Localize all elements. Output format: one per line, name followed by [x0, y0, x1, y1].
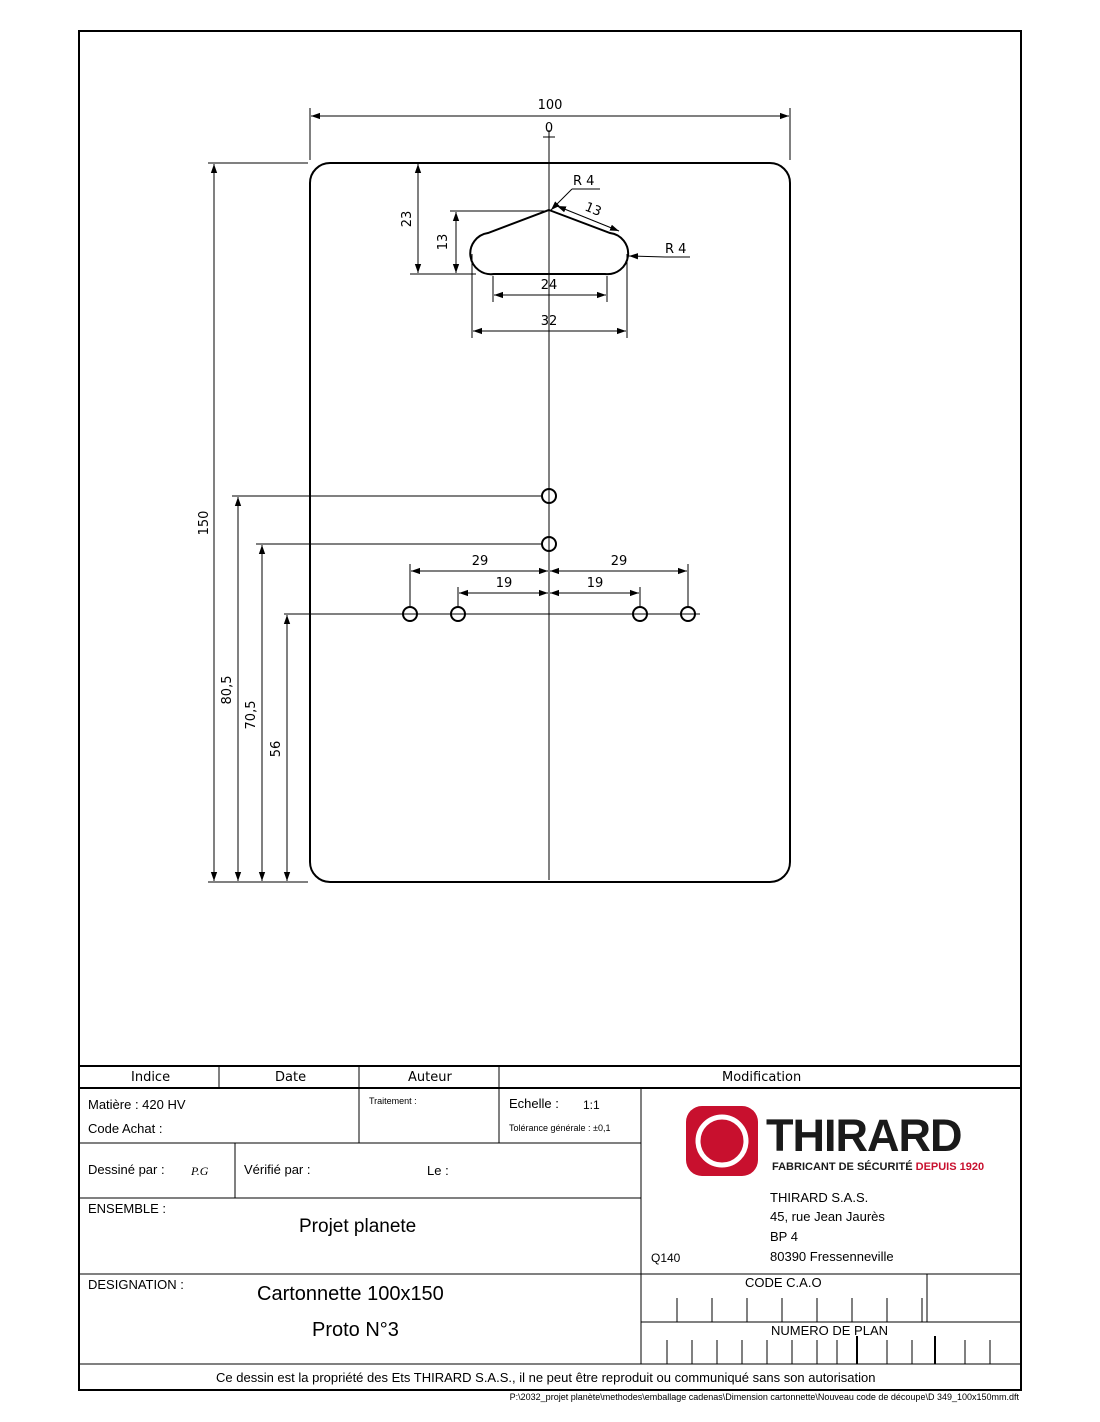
- dim-label-29-left: 29: [472, 554, 489, 569]
- dim-label-r4-right: R 4: [665, 242, 686, 257]
- ensemble-label: ENSEMBLE :: [88, 1201, 167, 1216]
- hole-center-lower: [541, 536, 557, 552]
- dim-label-29-right: 29: [611, 554, 628, 569]
- thirard-logo-mark: [686, 1106, 758, 1176]
- numero-plan-ticks: [666, 1336, 991, 1364]
- dim-label-23: 23: [400, 211, 415, 228]
- dim-label-150: 150: [197, 511, 212, 536]
- tolerance-label: Tolérance générale : ±0,1: [509, 1123, 611, 1133]
- header-auteur: Auteur: [408, 1070, 452, 1085]
- q-code: Q140: [651, 1251, 681, 1265]
- designation-line1: Cartonnette 100x150: [257, 1283, 444, 1305]
- dimension-center-zero: 0: [543, 121, 555, 138]
- dimension-slot-offset: 23: [400, 164, 476, 275]
- dimension-overall-width: 100: [309, 98, 791, 160]
- company-street: 45, rue Jean Jaurès: [770, 1209, 885, 1224]
- dimension-outer-spacing: 29 29: [409, 554, 689, 606]
- matiere-label: Matière : 420 HV: [88, 1097, 186, 1112]
- tagline-black: FABRICANT DE SÉCURITÉ: [772, 1161, 913, 1173]
- dimension-slot-flat-width: 24: [492, 276, 608, 302]
- dim-label-19-left: 19: [496, 576, 513, 591]
- title-block-grid: [79, 1065, 1021, 1365]
- designation-line2: Proto N°3: [312, 1319, 399, 1341]
- dimension-hole-height-70-5: 70,5: [244, 543, 541, 881]
- dim-label-100: 100: [538, 98, 563, 113]
- dimension-radius-top: R 4: [550, 174, 600, 211]
- dessine-value: P.G: [191, 1164, 209, 1178]
- dimension-slot-height: 13: [436, 210, 547, 273]
- echelle-label: Echelle :: [509, 1096, 559, 1111]
- le-label: Le :: [427, 1163, 449, 1178]
- dimension-hole-height-80-5: 80,5: [220, 495, 541, 881]
- dimension-inner-spacing: 19 19: [457, 576, 641, 606]
- file-path: P:\2032_projet planète\methodes\emballag…: [509, 1392, 1019, 1402]
- thirard-tagline: FABRICANT DE SÉCURITÉ DEPUIS 1920: [772, 1161, 984, 1173]
- dim-label-70-5: 70,5: [244, 701, 259, 730]
- dim-label-19-right: 19: [587, 576, 604, 591]
- dimension-radius-right: R 4: [628, 242, 690, 260]
- dimension-slope-length: 13: [556, 200, 620, 232]
- footer-notice: Ce dessin est la propriété des Ets THIRA…: [216, 1370, 876, 1385]
- verifie-label: Vérifié par :: [244, 1162, 311, 1177]
- dimension-hole-height-56: 56: [269, 615, 291, 881]
- hole-center-upper: [541, 488, 557, 504]
- dim-label-13-slope: 13: [583, 200, 604, 220]
- dim-label-32: 32: [541, 314, 558, 329]
- sheet-border: [78, 30, 1022, 1391]
- dim-label-0: 0: [545, 121, 553, 136]
- dimension-slot-total-width: 32: [471, 254, 628, 338]
- tagline-red: DEPUIS 1920: [915, 1161, 985, 1173]
- dim-label-24: 24: [541, 278, 558, 293]
- company-city: 80390 Fressenneville: [770, 1249, 894, 1264]
- echelle-value: 1:1: [583, 1098, 600, 1112]
- ensemble-value: Projet planete: [299, 1216, 417, 1237]
- header-date: Date: [275, 1070, 307, 1085]
- designation-label: DESIGNATION :: [88, 1277, 184, 1292]
- header-modification: Modification: [722, 1070, 802, 1085]
- thirard-logo-word: THIRARD: [766, 1110, 962, 1161]
- dimension-overall-height: 150: [197, 162, 308, 883]
- dim-label-80-5: 80,5: [220, 676, 235, 705]
- dim-label-56: 56: [269, 741, 284, 758]
- traitement-label: Traitement :: [369, 1096, 417, 1106]
- code-cao-label: CODE C.A.O: [745, 1275, 822, 1290]
- dessine-label: Dessiné par :: [88, 1162, 165, 1177]
- company-bp: BP 4: [770, 1229, 798, 1244]
- code-achat-label: Code Achat :: [88, 1121, 163, 1136]
- company-name: THIRARD S.A.S.: [770, 1190, 869, 1205]
- dim-label-13-vertical: 13: [436, 234, 451, 251]
- card-outline: [309, 162, 791, 883]
- header-indice: Indice: [131, 1070, 171, 1085]
- hanging-slot: [469, 208, 630, 276]
- dim-label-r4-top: R 4: [573, 174, 594, 189]
- numero-plan-label: NUMERO DE PLAN: [771, 1323, 889, 1338]
- code-cao-ticks: [676, 1298, 923, 1322]
